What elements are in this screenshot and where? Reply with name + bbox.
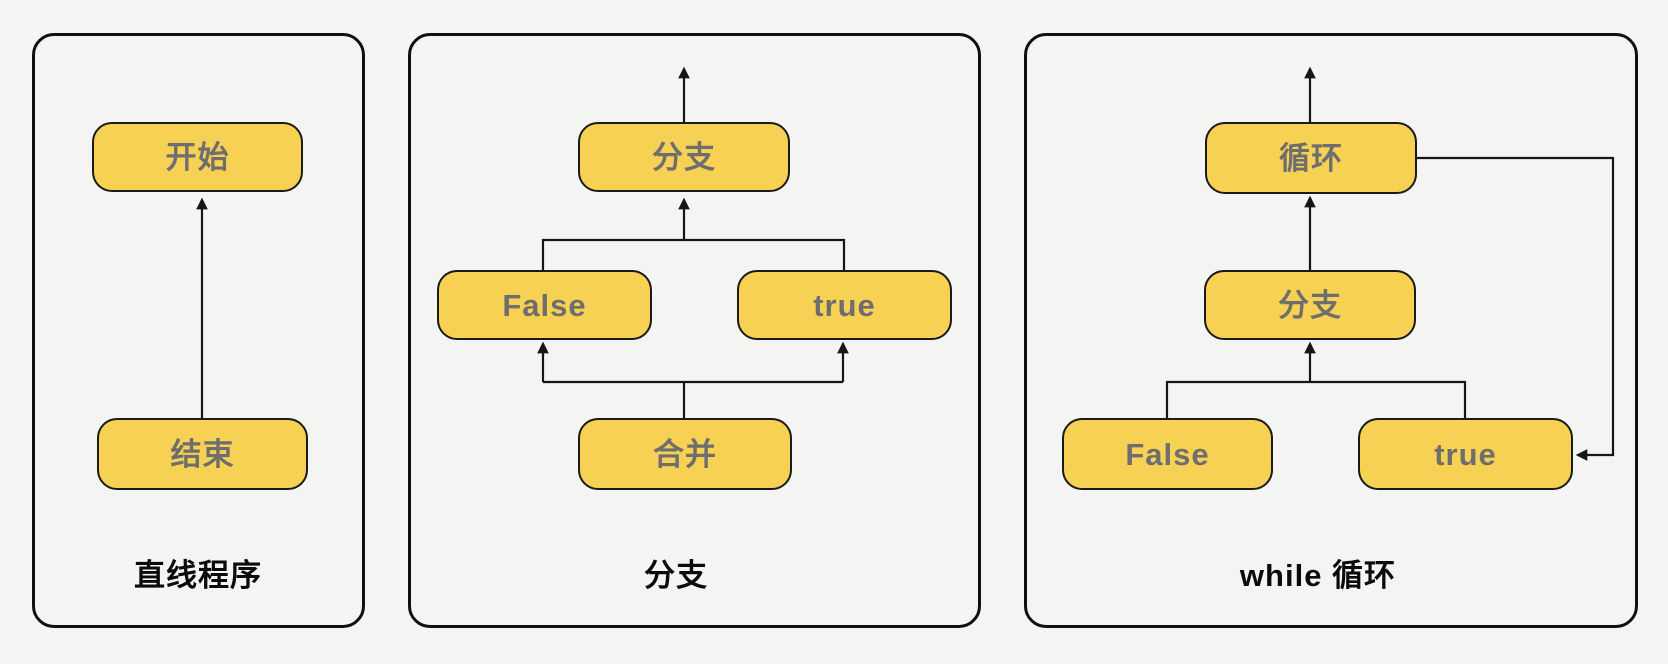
node-loop: 循环 — [1205, 122, 1417, 194]
node-start: 开始 — [92, 122, 303, 192]
caption-branch: 分支 — [644, 558, 708, 593]
node-branch-label: 分支 — [652, 139, 716, 175]
node-true: true — [737, 270, 952, 340]
node-end: 结束 — [97, 418, 308, 490]
node-false: False — [437, 270, 652, 340]
node-branch: 分支 — [578, 122, 790, 192]
node-merge-label: 合并 — [653, 436, 717, 472]
panel-while-loop — [1024, 33, 1638, 628]
node-loop-true-label: true — [1434, 436, 1497, 472]
node-start-label: 开始 — [165, 139, 230, 175]
node-loop-branch: 分支 — [1204, 270, 1416, 340]
node-false-label: False — [502, 287, 587, 323]
node-loop-branch-label: 分支 — [1278, 287, 1342, 323]
node-true-label: true — [813, 287, 876, 323]
panel-branch — [408, 33, 981, 628]
node-loop-false-label: False — [1125, 436, 1210, 472]
panel-linear-program — [32, 33, 365, 628]
node-end-label: 结束 — [170, 436, 235, 472]
node-loop-label: 循环 — [1279, 140, 1343, 176]
node-merge: 合并 — [578, 418, 792, 490]
node-loop-false: False — [1062, 418, 1273, 490]
caption-linear-program: 直线程序 — [134, 558, 262, 593]
caption-while-loop: while 循环 — [1239, 558, 1397, 593]
node-loop-true: true — [1358, 418, 1573, 490]
